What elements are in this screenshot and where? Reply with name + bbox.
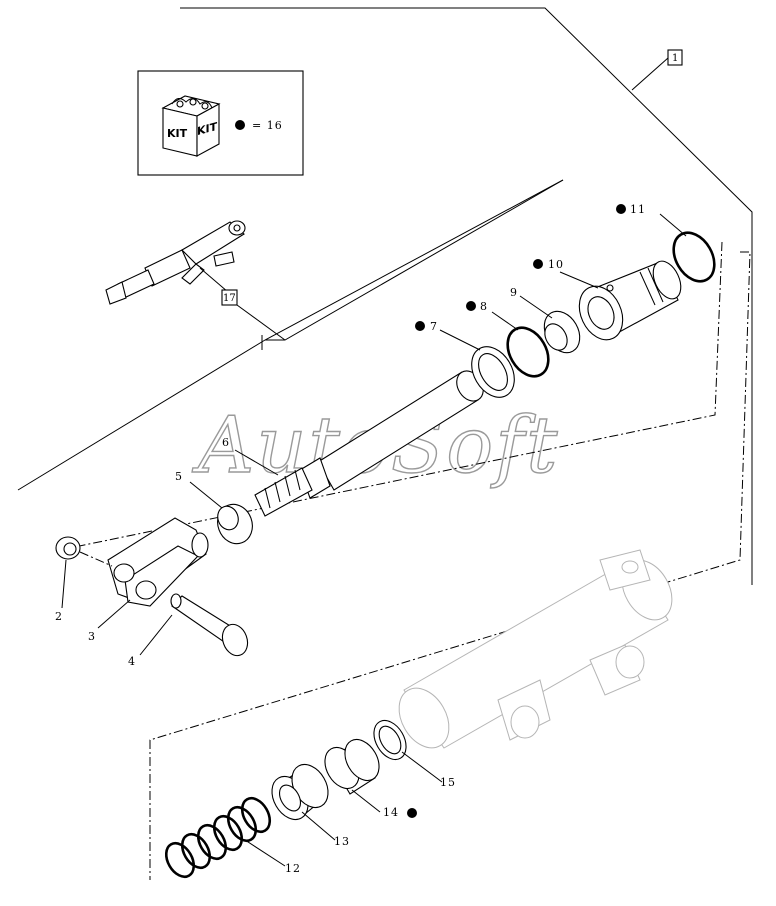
callout-labels: 2 3 4 5 6 7 8 9 10 11 12 13 14 15 xyxy=(55,203,646,875)
kit-word-side: KIT xyxy=(197,120,217,138)
part-15-ring xyxy=(373,719,407,761)
callout-11: 11 xyxy=(630,203,646,216)
part-3-clevis xyxy=(107,517,209,607)
kit-bullet-7-icon xyxy=(415,321,425,331)
part-12-ring-set xyxy=(164,796,272,879)
callout-7: 7 xyxy=(430,320,438,333)
assembly-label-box: 1 xyxy=(631,49,683,91)
kit-bullet-14-icon xyxy=(407,808,417,818)
part-9-bushing xyxy=(543,310,581,354)
assembly-label: 1 xyxy=(672,53,678,64)
kit-bullet-11-icon xyxy=(616,204,626,214)
part-8-ring xyxy=(506,326,550,378)
subassembly-label: 17 xyxy=(223,293,236,304)
callout-10: 10 xyxy=(548,258,564,271)
kit-legend: KIT KIT = 16 xyxy=(137,70,304,176)
callout-8: 8 xyxy=(480,300,488,313)
kit-bullet-8-icon xyxy=(466,301,476,311)
cylinder-subassembly-17: 17 xyxy=(105,220,286,350)
part-10-head xyxy=(578,260,682,341)
ghost-cylinder-barrel xyxy=(398,549,673,749)
callout-13: 13 xyxy=(334,835,350,848)
callout-5: 5 xyxy=(175,470,183,483)
kit-bullet-10-icon xyxy=(533,259,543,269)
callout-6: 6 xyxy=(222,436,230,449)
callout-12: 12 xyxy=(285,862,301,875)
callout-9: 9 xyxy=(510,286,518,299)
kit-box-icon: KIT KIT xyxy=(161,95,221,157)
callout-4: 4 xyxy=(128,655,136,668)
callout-14: 14 xyxy=(383,806,399,819)
callout-3: 3 xyxy=(88,630,96,643)
part-13-piston xyxy=(271,763,329,821)
part-5-nut xyxy=(217,503,253,545)
part-7-ring xyxy=(471,346,515,398)
part-2-clip xyxy=(55,536,113,567)
kit-word-front: KIT xyxy=(167,127,188,140)
callout-15: 15 xyxy=(440,776,456,789)
part-4-pin xyxy=(170,593,249,657)
part-11-ring xyxy=(672,231,716,283)
kit-bullet-icon xyxy=(235,120,245,130)
part-14-bushing xyxy=(324,738,380,795)
callout-2: 2 xyxy=(55,610,63,623)
kit-equals-text: = 16 xyxy=(252,119,283,132)
leader-lines xyxy=(61,213,687,867)
